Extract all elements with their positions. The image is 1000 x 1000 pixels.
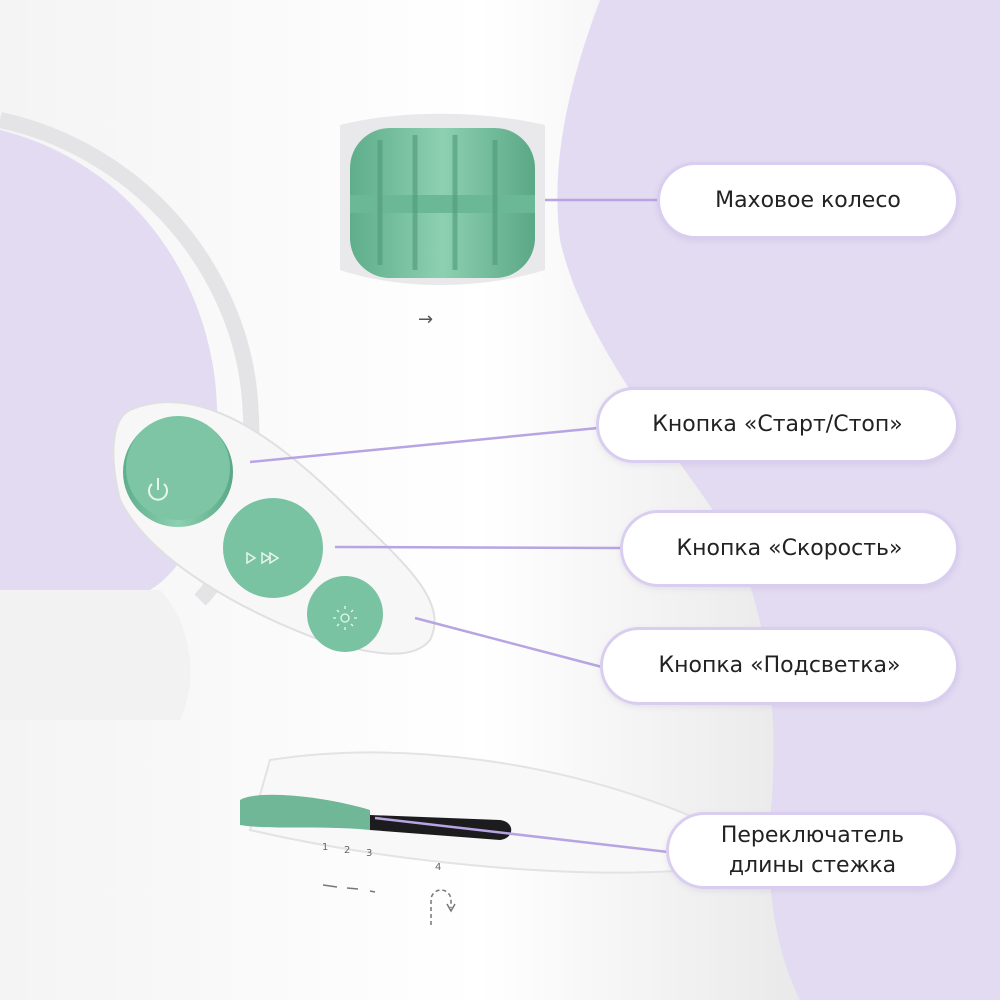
callout-label: Кнопка «Старт/Стоп»	[652, 412, 903, 437]
stitch-mark-1: 1	[322, 842, 329, 853]
leader-lines	[249, 198, 669, 854]
callout-handwheel: Маховое колесо	[657, 162, 959, 239]
speed-button	[223, 498, 323, 598]
callout-speed: Кнопка «Скорость»	[620, 510, 959, 587]
stitch-mark-3: 3	[366, 848, 373, 859]
direction-arrow: →	[418, 309, 433, 330]
handwheel	[340, 113, 545, 285]
stitch-length-lever	[240, 794, 370, 830]
callout-label: Маховое колесо	[715, 187, 901, 213]
callout-label: Кнопка «Подсветка»	[658, 653, 901, 678]
stitch-mark-4: 4	[435, 862, 442, 873]
callout-label-line2: длины стежка	[728, 852, 897, 878]
power-icon	[148, 478, 168, 501]
callout-light: Кнопка «Подсветка»	[600, 627, 959, 705]
speed-icon	[246, 551, 280, 565]
callout-stitch-length: Переключатель длины стежка	[666, 812, 959, 889]
callout-label: Кнопка «Скорость»	[676, 535, 903, 561]
sun-icon	[333, 606, 357, 630]
callout-start-stop: Кнопка «Старт/Стоп»	[596, 387, 959, 463]
callout-label-line1: Переключатель	[720, 822, 905, 848]
stitch-mark-2: 2	[344, 845, 351, 856]
